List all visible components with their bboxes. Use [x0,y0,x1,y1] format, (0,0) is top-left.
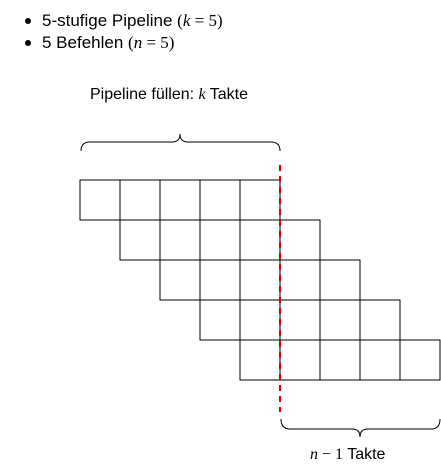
pipeline-cell [239,219,281,261]
drain-label: n − 1 Takte [310,446,386,463]
pipeline-cell [239,299,281,341]
pipeline-grid [79,179,441,381]
bullet-dot [25,18,31,24]
pipeline-cell [239,179,281,221]
pipeline-cell [159,179,201,221]
pipeline-cell [199,219,241,261]
pipeline-cell [279,339,321,381]
pipeline-cell [279,219,321,261]
bullet-dot [25,40,31,46]
pipeline-cell [359,299,401,341]
bullet-text: 5-stufige Pipeline [42,11,178,30]
pipeline-cell [159,219,201,261]
bullet-item-stages: 5-stufige Pipeline (k = 5) [22,10,223,32]
pipeline-cell [239,339,281,381]
pipeline-cell [279,299,321,341]
fill-brace [80,133,281,152]
pipeline-cell [239,259,281,301]
bullet-math: (k = 5) [177,11,223,30]
pipeline-cell [399,339,441,381]
pipeline-cell [159,259,201,301]
pipeline-cell [199,259,241,301]
bullet-text: 5 Befehlen [42,33,129,52]
bullet-list: 5-stufige Pipeline (k = 5) 5 Befehlen (n… [22,10,223,54]
pipeline-cell [119,219,161,261]
pipeline-cell [79,179,121,221]
bullet-item-instructions: 5 Befehlen (n = 5) [22,32,223,54]
pipeline-cell [199,299,241,341]
bullet-math: (n = 5) [128,33,175,52]
fill-label: Pipeline füllen: k Takte [90,86,249,103]
pipeline-cell [359,339,401,381]
drain-brace [280,418,441,438]
pipeline-cell [319,299,361,341]
pipeline-cell [279,259,321,301]
pipeline-cell [319,259,361,301]
pipeline-cell [199,179,241,221]
pipeline-cell [119,179,161,221]
pipeline-cell [319,339,361,381]
